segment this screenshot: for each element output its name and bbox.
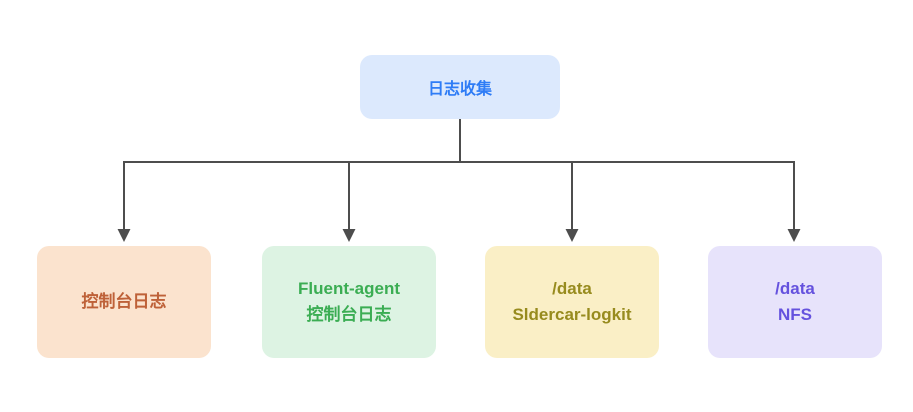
child-node-nfs[interactable]: /data NFS (708, 246, 882, 358)
child-node-label-line: /data (775, 278, 815, 298)
root-node-log-collection[interactable]: 日志收集 (360, 55, 560, 119)
child-node-label-line: /data (552, 278, 592, 298)
child-node-label-line: 控制台日志 (81, 291, 167, 311)
child-node-fluent-agent[interactable]: Fluent-agent 控制台日志 (262, 246, 436, 358)
child-node-console-log[interactable]: 控制台日志 (37, 246, 211, 358)
child-node-label-line: Sldercar-logkit (512, 305, 632, 324)
root-node-label: 日志收集 (427, 81, 492, 98)
child-node-label-line: 控制台日志 (306, 305, 392, 324)
child-node-label-line: NFS (778, 305, 812, 324)
child-node-label-line: Fluent-agent (298, 278, 400, 298)
child-node-sldercar-logkit[interactable]: /data Sldercar-logkit (485, 246, 659, 358)
